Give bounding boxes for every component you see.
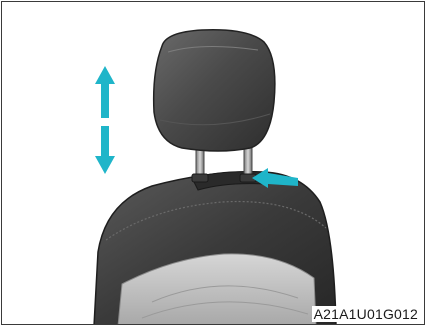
up-down-arrow-icon bbox=[95, 66, 115, 174]
figure-frame: A21A1U01G012 bbox=[1, 1, 425, 325]
headrest-adjustment-illustration bbox=[2, 2, 425, 325]
seat-back bbox=[94, 172, 336, 325]
figure-code: A21A1U01G012 bbox=[312, 306, 420, 322]
headrest bbox=[154, 30, 275, 151]
